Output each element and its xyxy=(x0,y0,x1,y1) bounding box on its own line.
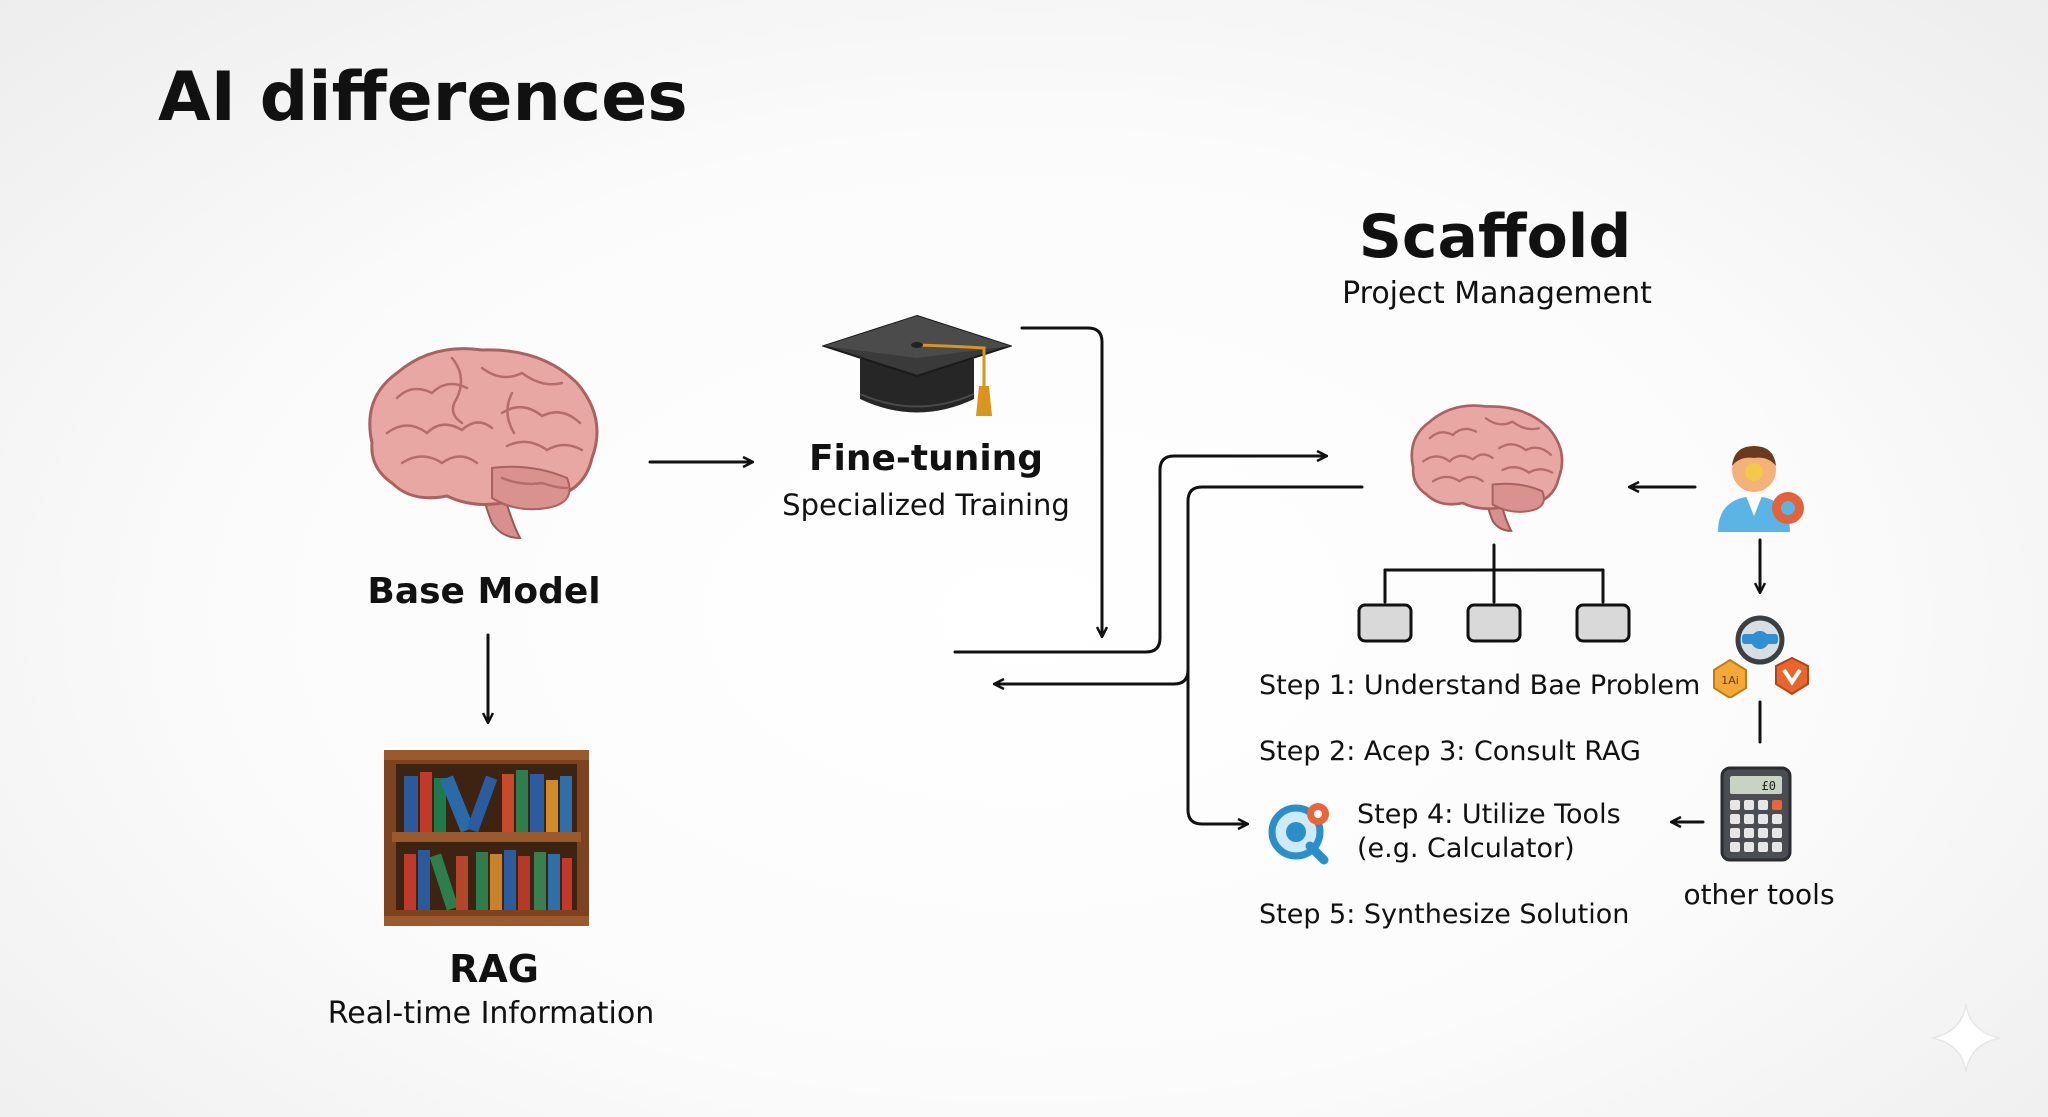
arrow-back-left xyxy=(995,668,1190,684)
books-top-shelf xyxy=(404,770,572,833)
page-title: AI differences xyxy=(158,58,688,137)
scaffold-sublabel: Project Management xyxy=(1342,276,1652,311)
scaffold-brain-icon xyxy=(1410,404,1564,532)
step-4: Step 4: Utilize Tools xyxy=(1357,799,1621,830)
scaffold-label: Scaffold xyxy=(1358,202,1632,272)
arrow-to-scaffold xyxy=(953,456,1326,654)
rag-sublabel: Real-time Information xyxy=(327,996,655,1031)
step-1: Step 1: Understand Bae Problem xyxy=(1259,670,1701,701)
calculator-display: £0 xyxy=(1762,779,1776,793)
step-4-example: (e.g. Calculator) xyxy=(1357,833,1575,864)
base-model-label: Base Model xyxy=(367,571,601,612)
arrow-finetune-down xyxy=(1020,326,1102,636)
calculator-icon: £0 xyxy=(1720,766,1792,862)
books-bottom-shelf xyxy=(404,850,572,911)
gears-icon: 1Ai xyxy=(1713,615,1809,698)
fine-tuning-sublabel: Specialized Training xyxy=(782,488,1070,522)
tree-box-1 xyxy=(1357,603,1413,643)
brain-icon xyxy=(368,347,599,540)
user-icon xyxy=(1718,446,1804,532)
bookshelf-icon xyxy=(384,750,589,926)
tree-boxes xyxy=(1357,603,1631,643)
tree-box-3 xyxy=(1575,603,1631,643)
sparkle-icon xyxy=(1931,1003,2001,1073)
svg-text:1Ai: 1Ai xyxy=(1721,674,1739,687)
magnifier-tool-icon xyxy=(1268,803,1329,865)
other-tools-label: other tools xyxy=(1683,878,1835,911)
graduation-cap-icon xyxy=(822,314,1012,416)
rag-label: RAG xyxy=(449,947,539,991)
tree-box-2 xyxy=(1466,603,1522,643)
step-5: Step 5: Synthesize Solution xyxy=(1259,899,1630,930)
fine-tuning-label: Fine-tuning xyxy=(808,438,1044,479)
arrow-scaffold-branch xyxy=(1186,485,1364,824)
step-2-3: Step 2: Acep 3: Consult RAG xyxy=(1259,736,1641,767)
